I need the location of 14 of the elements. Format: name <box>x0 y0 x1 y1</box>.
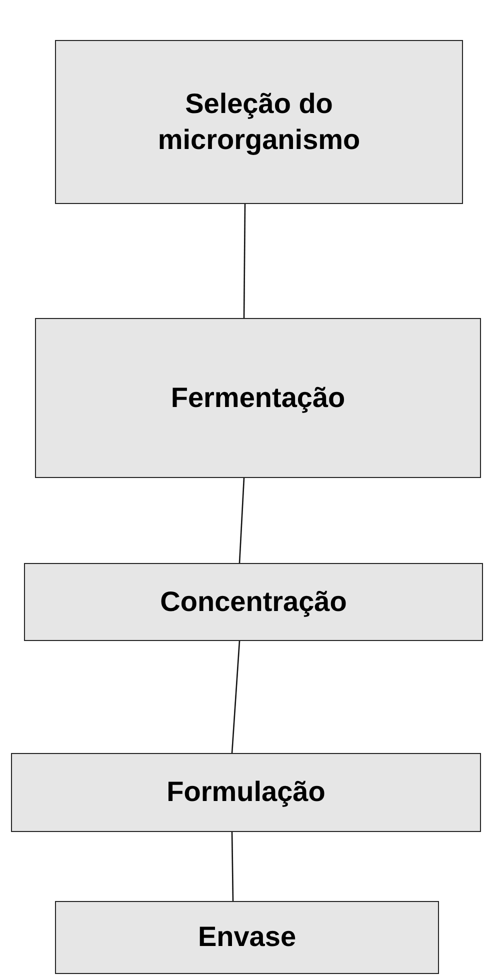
connector-line <box>243 204 246 318</box>
connector-line <box>238 478 245 564</box>
step-label: Seleção do microrganismo <box>156 86 362 157</box>
connector-line <box>231 640 240 754</box>
process-box <box>11 753 481 832</box>
step-label: Envase <box>198 920 296 954</box>
process-box <box>35 318 481 478</box>
step-label: Fermentação <box>170 380 346 415</box>
step-label: Formulação <box>166 775 326 810</box>
step-label: Concentração <box>160 584 347 619</box>
process-box <box>55 901 439 974</box>
process-box <box>24 563 483 641</box>
process-box <box>55 40 463 204</box>
connector-line <box>231 832 234 901</box>
